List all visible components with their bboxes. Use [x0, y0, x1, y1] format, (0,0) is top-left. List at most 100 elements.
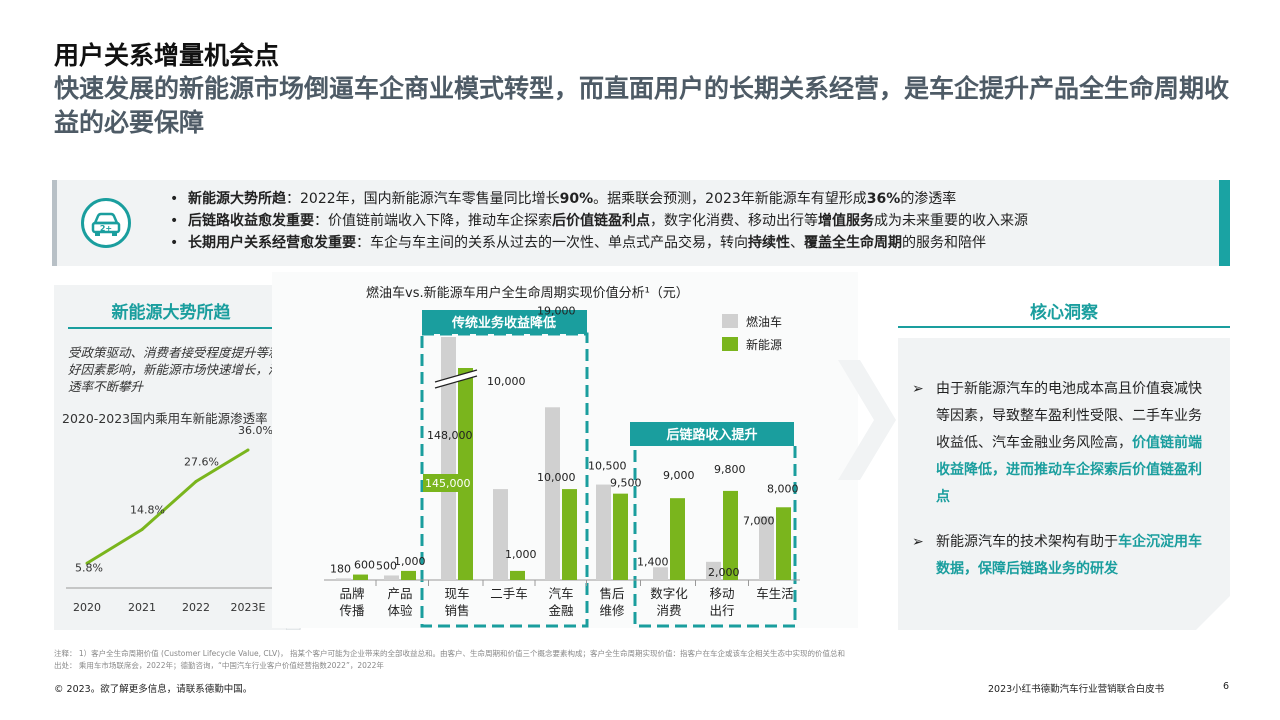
x-tick-label: 2022	[182, 601, 210, 614]
bar-ice	[596, 484, 611, 580]
arrow-right-icon: ➢	[912, 534, 924, 550]
group-label-aftermarket: 后链路收入提升	[666, 427, 757, 443]
bar-data-label: 10,500	[588, 460, 627, 473]
axis-break	[434, 370, 478, 388]
line-data-label: 36.0%	[238, 425, 273, 437]
x-tick-label: 现车	[444, 586, 469, 601]
x-tick-label: 售后	[599, 586, 624, 601]
bar-data-label: 10,000	[537, 471, 576, 484]
bar-data-label: 9,000	[663, 469, 695, 482]
line-data-label: 14.8%	[130, 504, 165, 517]
bar-nev	[723, 490, 738, 580]
insight-panel	[898, 338, 1230, 630]
banner-item: 后链路收益愈发重要：价值链前端收入下降，推动车企探索后价值链盈利点，数字化消费、…	[170, 210, 1210, 232]
copyright: © 2023。欲了解更多信息，请联系德勤中国。	[54, 684, 253, 695]
banner-item: 长期用户关系经营愈发重要：车企与车主间的关系从过去的一次性、单点式产品交易，转向…	[170, 232, 1210, 254]
trend-description: 受政策驱动、消费者接受程度提升等利好因素影响，新能源市场快速增长，渗透率不断攀升	[68, 345, 281, 394]
trend-title: 新能源大势所趋	[111, 303, 231, 323]
bar-ice	[706, 561, 721, 580]
bar-data-label: 1,000	[505, 548, 537, 561]
page-curl-decoration	[1196, 596, 1230, 630]
page-number: 6	[1223, 681, 1230, 692]
x-tick-label: 数字化	[650, 586, 688, 601]
footnote: 注释： 1）客户全生命周期价值 (Customer Lifecycle Valu…	[54, 649, 845, 658]
group-label-traditional: 传统业务收益降低	[451, 315, 556, 331]
group-label-bg	[630, 422, 794, 446]
bar-data-label: 7,000	[743, 514, 775, 527]
x-tick-label: 2020	[73, 601, 101, 614]
banner-right-accent	[1219, 180, 1230, 266]
x-tick-label: 产品	[387, 586, 412, 601]
clv-bar-chart: 燃油车vs.新能源车用户全生命周期实现价值分析¹（元）燃油车新能源传统业务收益降…	[324, 285, 800, 628]
arrow-right-icon: ➢	[912, 381, 924, 397]
bar-nev	[401, 570, 416, 580]
bar-data-label: 600	[354, 559, 375, 572]
insight-item: ➢ 由于新能源汽车的电池成本高且价值衰减快等因素，导致整车盈利性受限、二手车业务…	[912, 376, 1212, 511]
banner-list: 新能源大势所趋：2022年，国内新能源汽车零售量同比增长90%。据乘联会预测，2…	[170, 188, 1210, 254]
bar-data-label: 148,000	[427, 429, 473, 442]
legend-label-ice: 燃油车	[746, 314, 782, 329]
bar-ice	[336, 578, 351, 580]
legend-swatch-nev	[722, 337, 738, 351]
bar-data-label: 8,000	[767, 482, 799, 495]
bar-data-label: 1,400	[637, 555, 669, 568]
x-tick-label: 汽车	[548, 586, 573, 601]
trend-panel	[54, 285, 300, 630]
insight-title-underline	[898, 326, 1230, 328]
bar-data-label: 2,000	[708, 566, 740, 579]
bar-data-label: 9,800	[714, 463, 746, 476]
legend-label-nev: 新能源	[746, 337, 782, 352]
line-point	[85, 561, 89, 565]
bar-nev	[510, 570, 525, 580]
group-label-bg	[422, 310, 587, 334]
axis-break	[434, 369, 478, 383]
bar-nev	[353, 574, 368, 580]
x-tick-label: 2023E	[231, 601, 266, 614]
x-tick-label: 二手车	[490, 586, 528, 601]
x-tick-label: 金融	[548, 603, 574, 618]
page-subtitle: 快速发展的新能源市场倒逼车企商业模式转型，而直面用户的长期关系经营，是车企提升产…	[54, 74, 1230, 137]
line-point	[246, 448, 250, 452]
axis-break	[434, 375, 478, 389]
bar-nev	[562, 489, 577, 580]
bar-ice	[653, 567, 668, 580]
bar-ice	[441, 337, 456, 580]
bar-data-label: 10,000	[487, 375, 526, 388]
bar-nev	[613, 493, 628, 580]
penetration-line-chart: 5.8% 2020 14.8% 2021 27.6% 2022 36.0% 2023E	[66, 425, 274, 614]
bar-label-bg	[423, 474, 473, 492]
banner-item: 新能源大势所趋：2022年，国内新能源汽车零售量同比增长90%。据乘联会预测，2…	[170, 188, 1210, 210]
bar-data-label: 1,000	[394, 555, 426, 568]
page-title: 用户关系增量机会点	[54, 41, 280, 70]
line-data-label: 5.8%	[75, 561, 103, 574]
bar-data-label: 500	[376, 559, 397, 572]
banner-left-accent	[52, 180, 57, 266]
svg-text:2+: 2+	[100, 224, 112, 233]
x-tick-label: 体验	[387, 603, 413, 618]
x-tick-label: 销售	[444, 603, 469, 618]
source-note: 出处： 乘用车市场联席会，2022年；德勤咨询，“中国汽车行业客户价值经营指数2…	[54, 661, 384, 670]
bar-data-label: 19,000	[537, 304, 576, 317]
x-tick-label: 出行	[709, 603, 734, 618]
bar-data-label: 180	[330, 562, 351, 575]
x-tick-label: 2021	[128, 601, 156, 614]
insight-item: ➢ 新能源汽车的技术架构有助于车企沉淀用车数据，保障后链路业务的研发	[912, 529, 1212, 583]
line-point	[140, 528, 144, 531]
x-tick-label: 传播	[339, 603, 365, 618]
bar-data-label: 9,500	[610, 477, 642, 490]
line-data-label: 27.6%	[184, 456, 219, 469]
x-tick-label: 维修	[599, 603, 625, 618]
bar-ice	[384, 575, 399, 580]
bar-ice	[493, 489, 508, 580]
x-tick-label: 车生活	[756, 586, 794, 601]
report-name: 2023小红书德勤汽车行业营销联合白皮书	[988, 684, 1165, 695]
x-tick-label: 品牌	[339, 586, 364, 601]
insight-title: 核心洞察	[1030, 303, 1098, 323]
bar-nev	[776, 507, 791, 580]
trend-title-underline	[68, 327, 274, 329]
x-tick-label: 消费	[656, 603, 681, 618]
x-tick-label: 移动	[709, 586, 734, 601]
line-chart-title: 2020-2023国内乘用车新能源渗透率	[62, 411, 268, 426]
bar-data-label: 145,000	[425, 477, 471, 490]
bar-ice	[545, 407, 560, 580]
